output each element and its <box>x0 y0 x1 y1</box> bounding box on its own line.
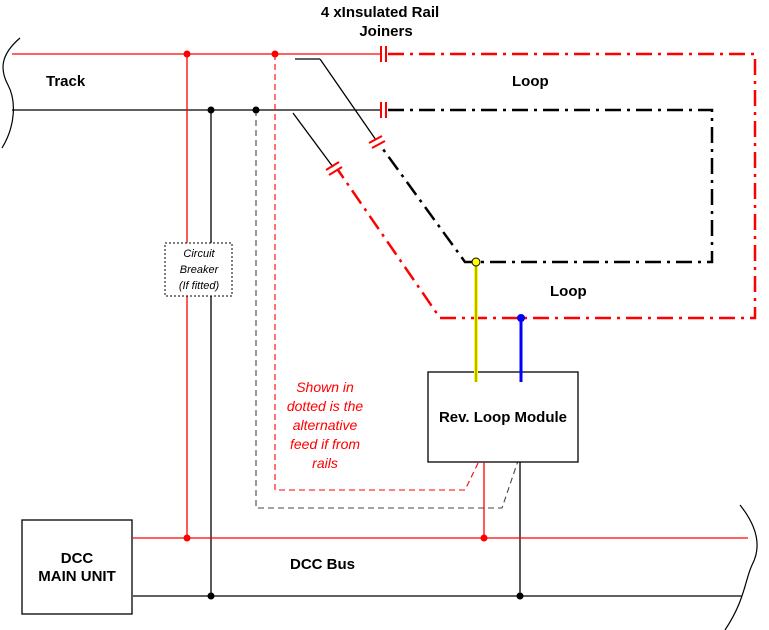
track-label: Track <box>46 73 86 90</box>
insulated-rail-joiner <box>380 46 387 62</box>
svg-text:rails: rails <box>312 455 338 471</box>
rev-loop-module-box <box>427 371 579 463</box>
loop-outer-red <box>336 52 757 320</box>
turnout-red-diagonal <box>292 112 334 168</box>
svg-text:feed if from: feed if from <box>290 436 360 452</box>
circuit-breaker-label-2: Breaker <box>180 264 220 276</box>
yellow-feed-junction <box>471 257 481 267</box>
junction-dot <box>252 106 260 114</box>
loop-label-top: Loop <box>512 73 549 90</box>
alt-feed-red-dashed <box>274 54 483 491</box>
circuit-breaker-box <box>164 242 233 297</box>
svg-text:alternative: alternative <box>293 417 358 433</box>
track-break-squiggle <box>1 37 21 149</box>
dcc-main-unit-label-1: DCC <box>61 550 94 567</box>
joiners-label-2: Joiners <box>359 23 412 40</box>
svg-text:Shown in: Shown in <box>296 379 354 395</box>
rev-loop-module-label: Rev. Loop Module <box>439 409 567 426</box>
insulated-rail-joiner <box>380 102 387 118</box>
dcc-main-unit-box <box>21 519 133 615</box>
loop-inner-black <box>378 108 714 264</box>
loop-label-bottom: Loop <box>550 283 587 300</box>
dcc-main-unit-label-2: MAIN UNIT <box>38 568 116 585</box>
junction-dot <box>183 50 191 58</box>
junction-dot <box>207 592 215 600</box>
junction-dot <box>207 106 215 114</box>
junction-dot <box>516 592 524 600</box>
alternative-feed-note: Shown in dotted is the alternative feed … <box>287 379 363 471</box>
circuit-breaker-label-1: Circuit <box>183 248 215 260</box>
junction-dot <box>183 534 191 542</box>
insulated-rail-joiner <box>368 135 386 149</box>
turnout-black-diagonal-2 <box>319 58 377 141</box>
dcc-bus-label: DCC Bus <box>290 556 355 573</box>
insulated-rail-joiner <box>325 161 343 176</box>
junction-dot <box>271 50 279 58</box>
alt-feed-black-dashed <box>255 110 521 509</box>
junction-dot <box>480 534 488 542</box>
blue-feed-junction <box>517 314 525 322</box>
joiners-label-1: 4 xInsulated Rail <box>321 4 439 21</box>
circuit-breaker-label-3: (If fitted) <box>179 280 220 292</box>
bus-break-squiggle <box>724 504 758 630</box>
svg-text:dotted is the: dotted is the <box>287 398 363 414</box>
